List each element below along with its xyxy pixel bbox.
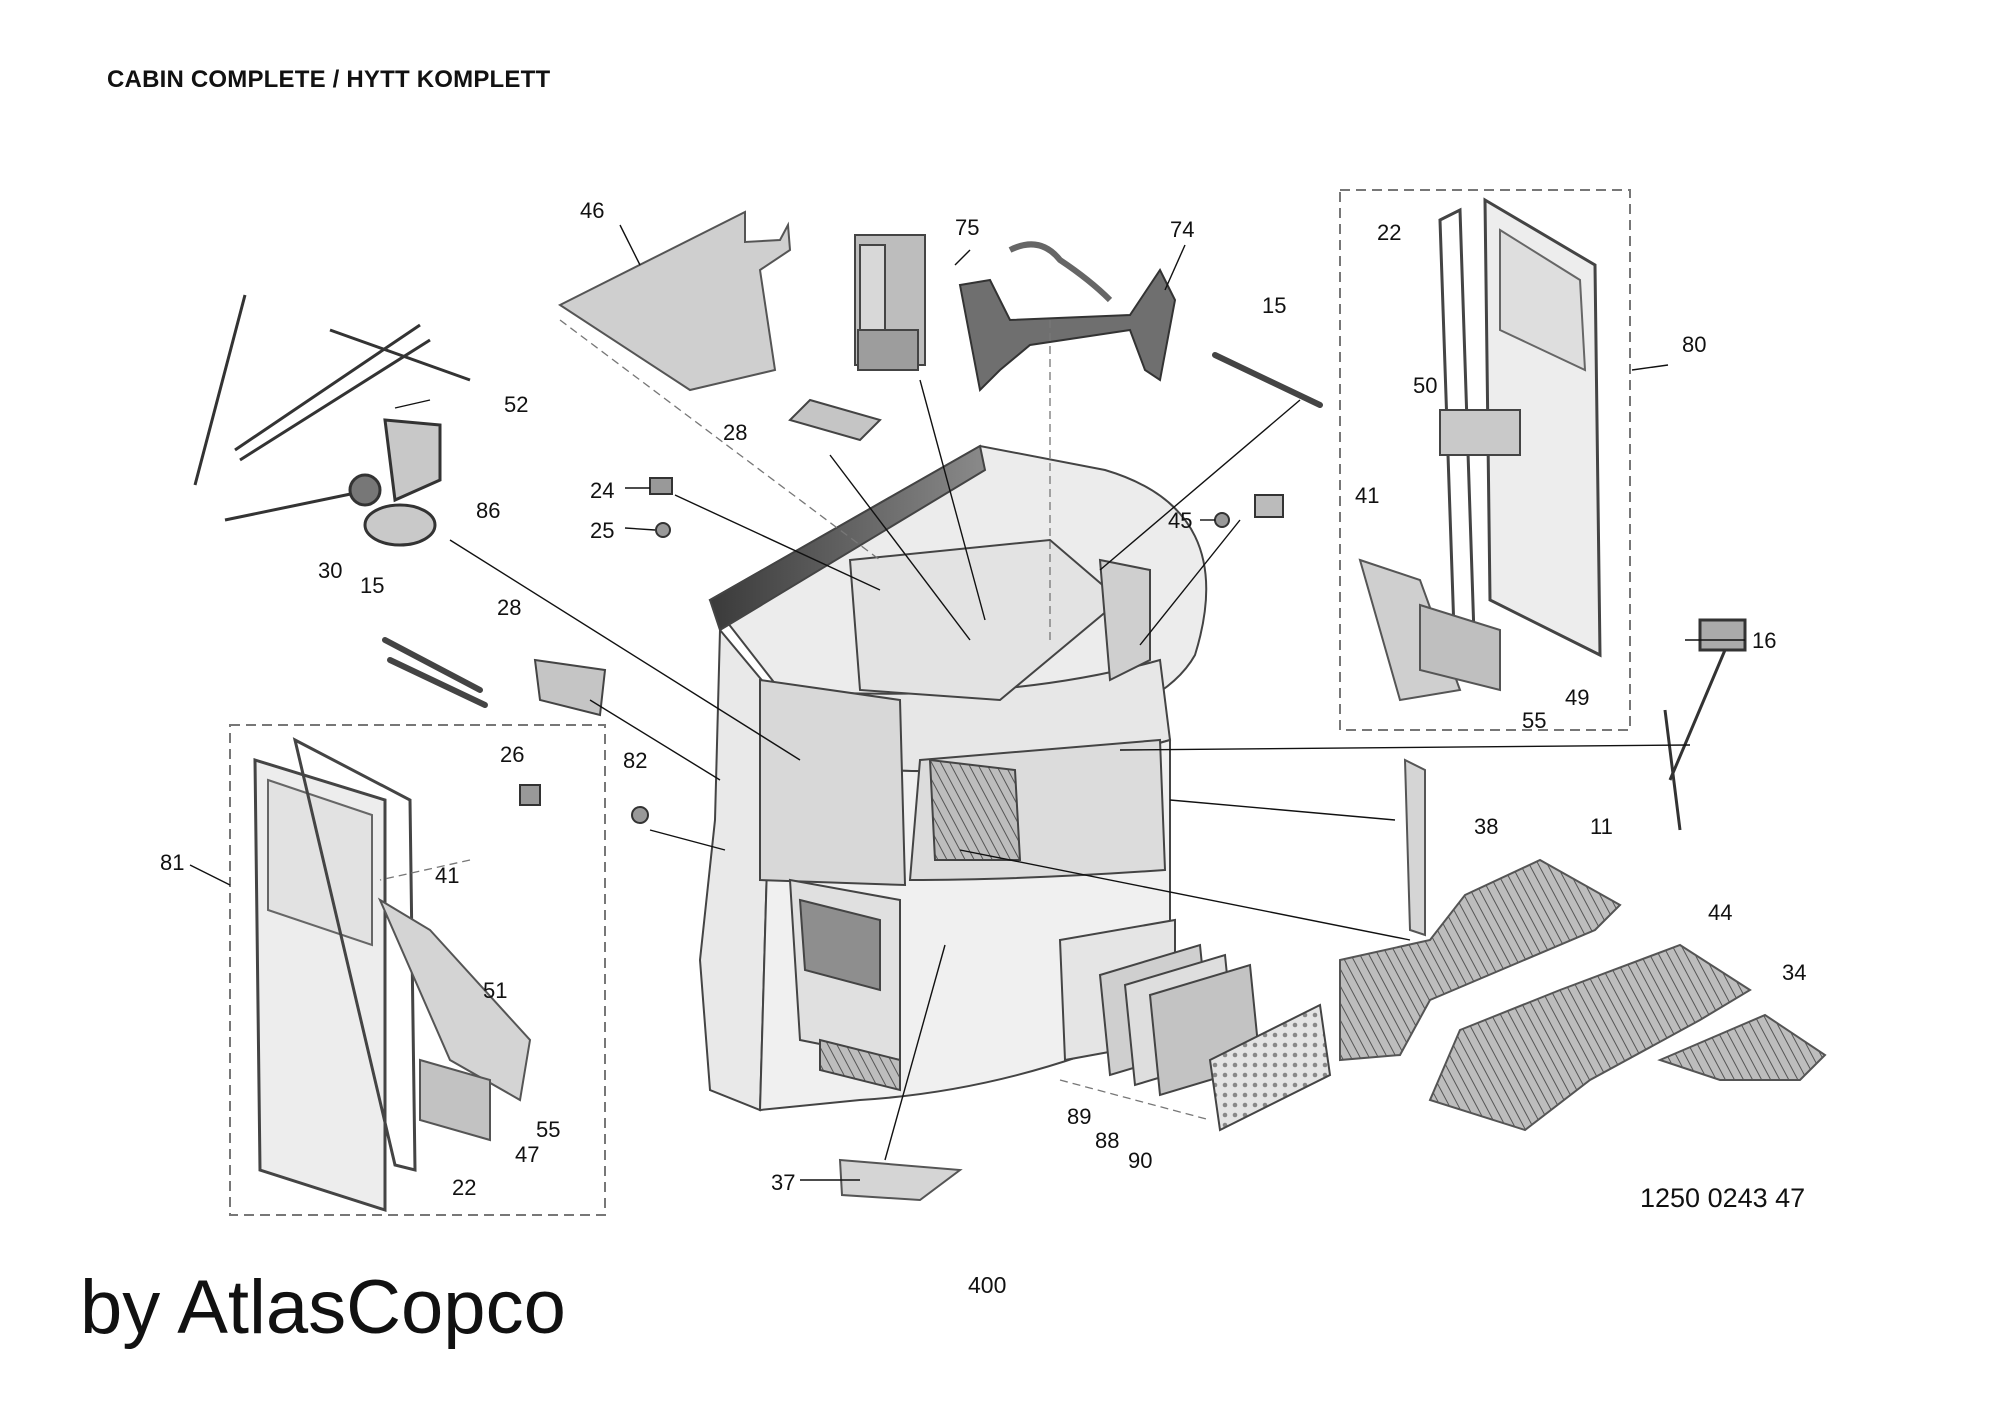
callout-81: 81 <box>160 850 184 875</box>
callout-37: 37 <box>771 1170 795 1195</box>
callout-75: 75 <box>955 215 979 240</box>
page-title: CABIN COMPLETE / HYTT KOMPLETT <box>107 66 551 93</box>
callout-26: 26 <box>500 742 524 767</box>
callout-16: 16 <box>1752 628 1776 653</box>
callout-28-left: 28 <box>497 595 521 620</box>
callout-55-right: 55 <box>1522 708 1546 733</box>
callout-90: 90 <box>1128 1148 1152 1173</box>
callout-38: 38 <box>1474 814 1498 839</box>
callout-82: 82 <box>623 748 647 773</box>
part-38-panel <box>1403 758 1426 937</box>
leader-lines <box>189 224 1745 1181</box>
callout-46: 46 <box>580 198 604 223</box>
callout-50: 50 <box>1413 373 1437 398</box>
callout-44: 44 <box>1708 900 1732 925</box>
callout-30: 30 <box>318 558 342 583</box>
door-81-group <box>229 724 606 1216</box>
callout-22-left: 22 <box>452 1175 476 1200</box>
callout-22-top: 22 <box>1377 220 1401 245</box>
part-16-rear-wiper <box>1663 618 1747 831</box>
part-44-floor-mat <box>1428 943 1752 1132</box>
part-28-strips <box>533 398 882 717</box>
part-75-heater <box>854 234 926 371</box>
part-74-bracket <box>958 241 1177 393</box>
callout-51: 51 <box>483 978 507 1003</box>
callout-24: 24 <box>590 478 614 503</box>
callout-41-right: 41 <box>1355 483 1379 508</box>
callout-45: 45 <box>1168 508 1192 533</box>
wiper-assembly-front <box>193 294 471 547</box>
callout-89: 89 <box>1067 1104 1091 1129</box>
callout-11: 11 <box>1590 814 1613 839</box>
part-11-floor-mat <box>1339 858 1622 1062</box>
callout-86: 86 <box>476 498 500 523</box>
callout-55-left: 55 <box>536 1117 560 1142</box>
small-fasteners <box>519 477 1284 824</box>
filter-stack <box>1098 943 1332 1132</box>
callout-41-left: 41 <box>435 863 459 888</box>
dashed-guide-lines <box>379 319 1211 1121</box>
callout-28-top: 28 <box>723 420 747 445</box>
callout-25: 25 <box>590 518 614 543</box>
callout-34: 34 <box>1782 960 1806 985</box>
callout-74: 74 <box>1170 217 1194 242</box>
callout-88: 88 <box>1095 1128 1119 1153</box>
document-number: 1250 0243 47 <box>1640 1183 1806 1213</box>
page-number: 400 <box>968 1272 1007 1298</box>
part-34-floor-mat <box>1657 1013 1827 1081</box>
callout-49: 49 <box>1565 685 1589 710</box>
callout-80: 80 <box>1682 332 1706 357</box>
callout-15-top: 15 <box>1262 293 1286 318</box>
callout-52: 52 <box>504 392 528 417</box>
part-37-panel <box>838 1158 963 1202</box>
callout-15-left: 15 <box>360 573 384 598</box>
callout-labels: 46 75 74 15 22 80 52 86 30 28 24 25 50 4… <box>160 198 1806 1200</box>
brand-watermark: by AtlasCopco <box>80 1265 566 1350</box>
part-15-gas-struts <box>382 352 1323 708</box>
part-46-panel <box>557 210 792 392</box>
door-80-group <box>1339 189 1631 731</box>
callout-47: 47 <box>515 1142 539 1167</box>
